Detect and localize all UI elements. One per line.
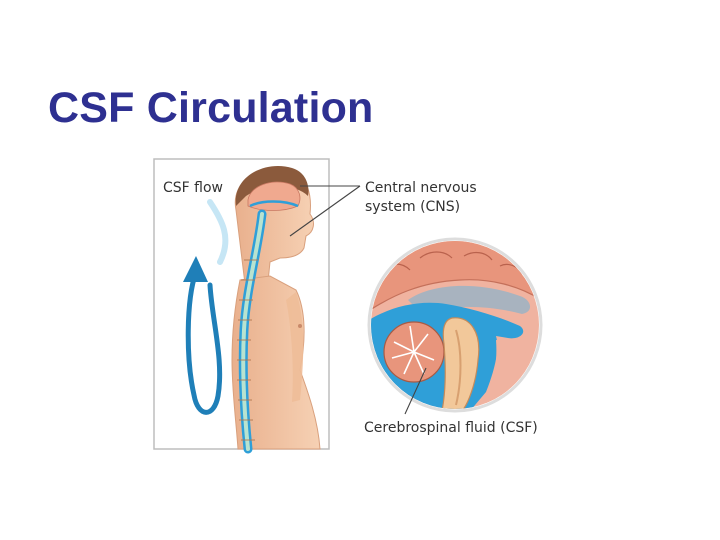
- brain-cross-section: [367, 237, 543, 413]
- human-body-figure: [231, 165, 321, 454]
- cns-leader-lines: [289, 185, 361, 237]
- cns-label-line2: system (CNS): [365, 199, 460, 215]
- csf-flow-label: CSF flow: [163, 180, 223, 196]
- cns-label-line1: Central nervous: [365, 180, 477, 196]
- csf-flow-arrow-icon: [183, 199, 229, 415]
- csf-leader-line: [404, 367, 427, 415]
- csf-label: Cerebrospinal fluid (CSF): [364, 420, 538, 436]
- slide-title: CSF Circulation: [48, 84, 374, 132]
